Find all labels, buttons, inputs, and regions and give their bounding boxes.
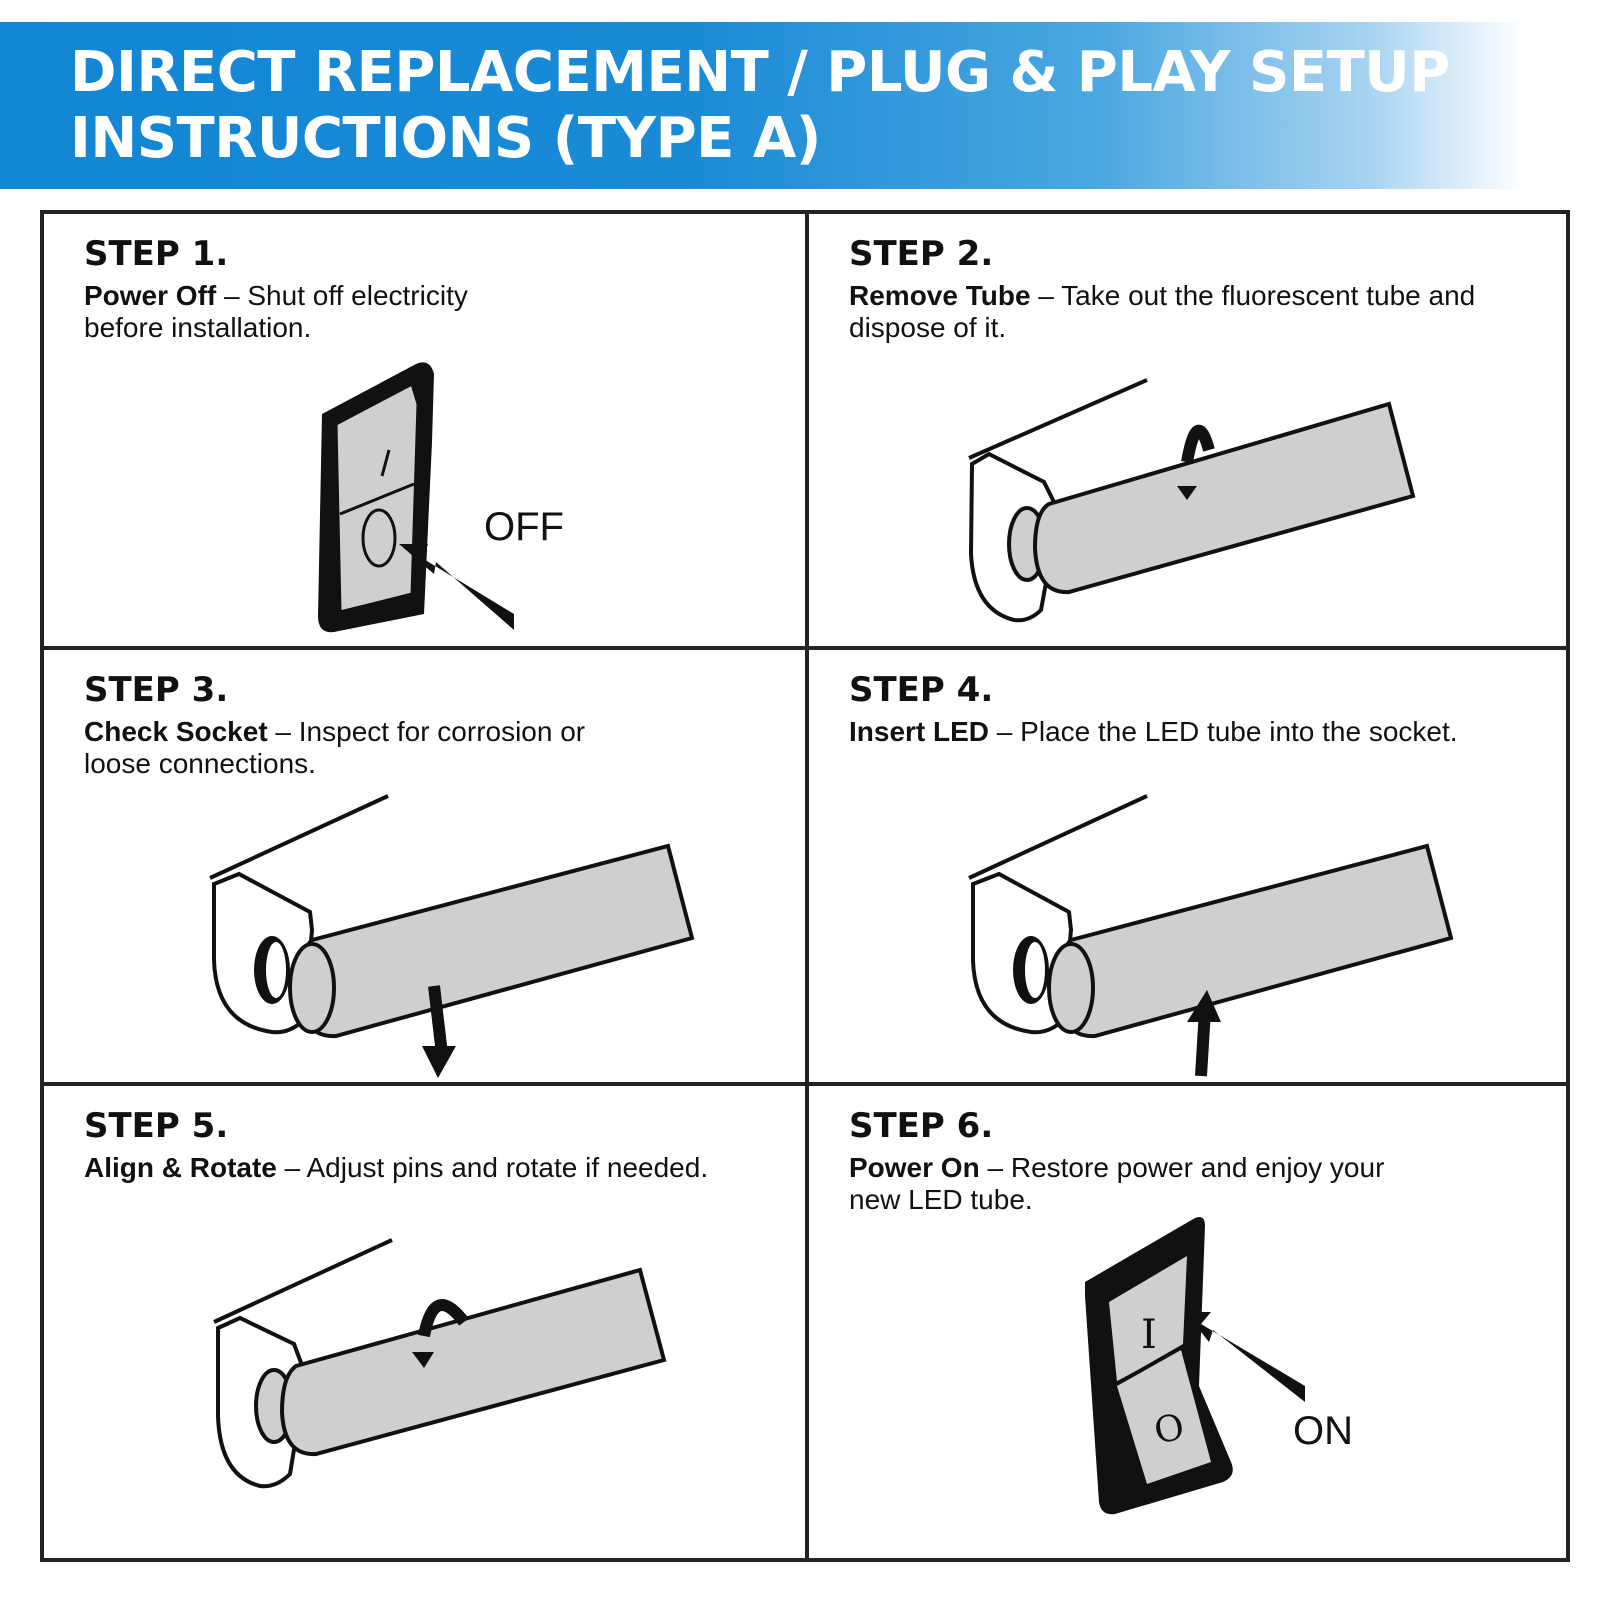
step-label: Insert LED <box>849 716 990 747</box>
grid-divider-vertical <box>805 214 809 1558</box>
step-label: Power Off <box>84 280 217 311</box>
step-text: Place the LED tube into the socket. <box>1020 716 1458 747</box>
step-card-3: STEP 3. Check Socket – Inspect for corro… <box>44 650 805 1082</box>
step-card-4: STEP 4. Insert LED – Place the LED tube … <box>809 650 1570 1082</box>
step-label: Remove Tube <box>849 280 1031 311</box>
step-description: Check Socket – Inspect for corrosion or … <box>84 716 586 779</box>
title-line-2: INSTRUCTIONS (TYPE A) <box>70 106 821 171</box>
switch-on-icon: I O ON <box>1085 1217 1353 1515</box>
steps-grid: STEP 1. Power Off – Shut off electricity… <box>40 210 1570 1562</box>
insert-led-icon <box>968 794 1454 1077</box>
step-card-5: STEP 5. Align & Rotate – Adjust pins and… <box>44 1086 805 1562</box>
title-line-1: DIRECT REPLACEMENT / PLUG & PLAY SETUP <box>70 40 1450 105</box>
step-card-1: STEP 1. Power Off – Shut off electricity… <box>44 214 805 646</box>
align-rotate-icon <box>213 1238 667 1489</box>
grid-divider-horizontal <box>44 646 1566 650</box>
step-description: Insert LED – Place the LED tube into the… <box>849 716 1458 747</box>
step-title: STEP 1. <box>84 234 229 274</box>
step-text: Shut off electricity before installation… <box>84 280 468 343</box>
step-description: Power Off – Shut off electricity before … <box>84 280 468 343</box>
remove-tube-icon <box>968 378 1416 623</box>
step-text: Take out the fluorescent tube and dispos… <box>849 280 1476 343</box>
header-banner: DIRECT REPLACEMENT / PLUG & PLAY SETUP I… <box>0 22 1525 189</box>
step-title: STEP 2. <box>849 234 994 274</box>
step-card-2: STEP 2. Remove Tube – Take out the fluor… <box>809 214 1570 646</box>
step-title: STEP 6. <box>849 1106 994 1146</box>
step-description: Align & Rotate – Adjust pins and rotate … <box>84 1152 709 1183</box>
check-socket-icon <box>209 794 695 1078</box>
step-card-6: STEP 6. Power On – Restore power and enj… <box>809 1086 1570 1562</box>
off-label: OFF <box>484 505 564 549</box>
step-label: Align & Rotate <box>84 1152 277 1183</box>
step-label: Power On <box>849 1152 980 1183</box>
grid-divider-horizontal <box>44 1082 1566 1086</box>
step-description: Power On – Restore power and enjoy your … <box>849 1152 1385 1215</box>
step-title: STEP 3. <box>84 670 229 710</box>
step-text: Restore power and enjoy your new LED tub… <box>849 1152 1385 1215</box>
step-title: STEP 4. <box>849 670 994 710</box>
step-text: Adjust pins and rotate if needed. <box>306 1152 709 1183</box>
switch-off-icon: OFF <box>318 362 564 633</box>
step-text: Inspect for corrosion or loose connectio… <box>84 716 586 779</box>
step-description: Remove Tube – Take out the fluorescent t… <box>849 280 1476 343</box>
switch-mark-i: I <box>1141 1312 1157 1358</box>
step-label: Check Socket <box>84 716 268 747</box>
page-title: DIRECT REPLACEMENT / PLUG & PLAY SETUP I… <box>70 40 1450 172</box>
step-title: STEP 5. <box>84 1106 229 1146</box>
on-label: ON <box>1293 1409 1353 1453</box>
